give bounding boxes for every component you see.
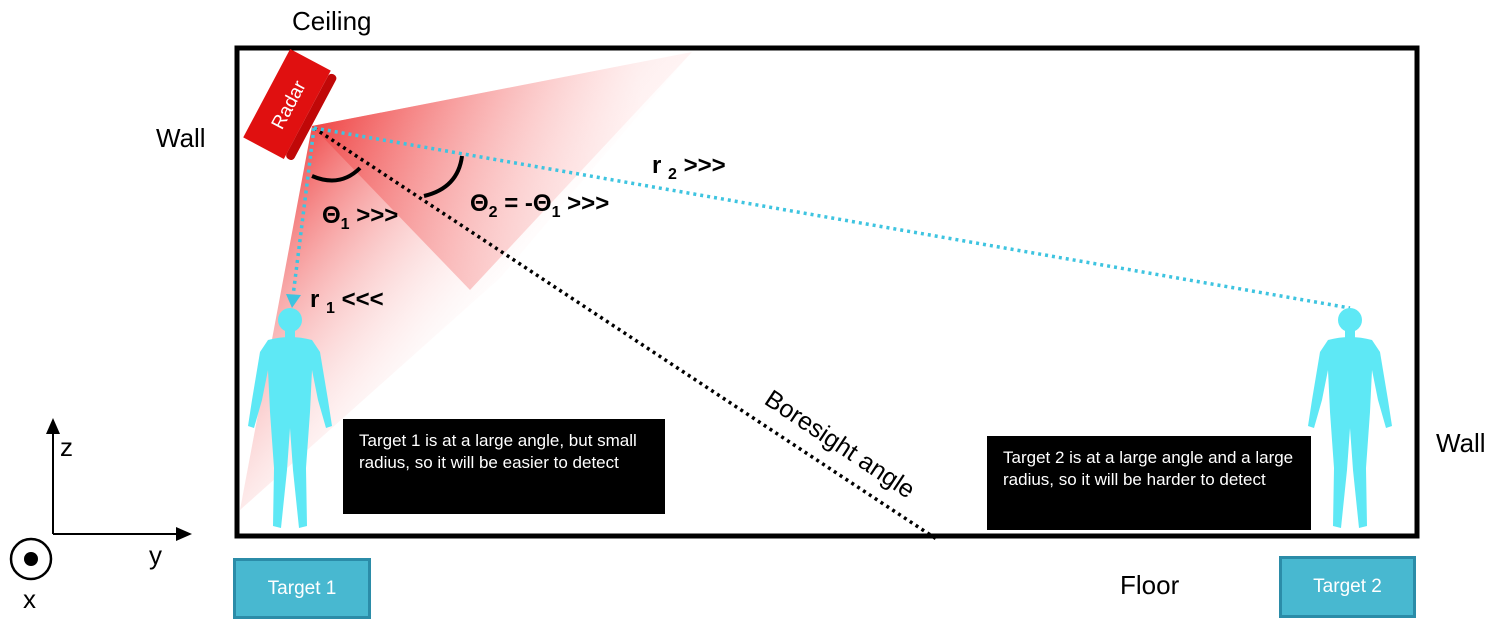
z-axis-label: z <box>60 432 73 462</box>
angle-arc-theta2 <box>423 155 464 198</box>
out-of-page-dot-icon <box>9 537 53 581</box>
floor-label: Floor <box>1120 570 1180 600</box>
radar-beam-upper <box>312 52 692 290</box>
target2-person-icon <box>1308 308 1392 528</box>
z-axis-arrowhead <box>46 418 60 434</box>
y-axis-label: y <box>149 540 162 570</box>
boresight-label: Boresight angle <box>760 385 920 504</box>
target2-button[interactable]: Target 2 <box>1279 556 1416 618</box>
right-wall-label: Wall <box>1436 428 1486 458</box>
target1-callout: Target 1 is at a large angle, but small … <box>343 419 665 514</box>
target1-button[interactable]: Target 1 <box>233 558 371 619</box>
x-axis-label: x <box>23 584 36 614</box>
ceiling-label: Ceiling <box>292 6 372 36</box>
theta1-label: Θ1 >>> <box>322 202 399 233</box>
target2-callout: Target 2 is at a large angle and a large… <box>987 436 1311 530</box>
room-outline <box>234 45 1420 539</box>
range-line-r1 <box>291 127 316 297</box>
range-arrowhead-r1 <box>286 294 301 308</box>
radar-device-icon: Radar <box>243 49 337 160</box>
r1-label: r 1 <<< <box>310 286 384 317</box>
boresight-line <box>313 126 939 542</box>
left-wall-label: Wall <box>156 123 206 153</box>
r2-label: r 2 >>> <box>652 152 726 183</box>
range-line-r2 <box>313 126 1351 310</box>
y-axis-arrowhead <box>176 527 192 541</box>
theta2-label: Θ2 = -Θ1 >>> <box>470 190 610 221</box>
angle-arc-theta1 <box>311 166 362 183</box>
